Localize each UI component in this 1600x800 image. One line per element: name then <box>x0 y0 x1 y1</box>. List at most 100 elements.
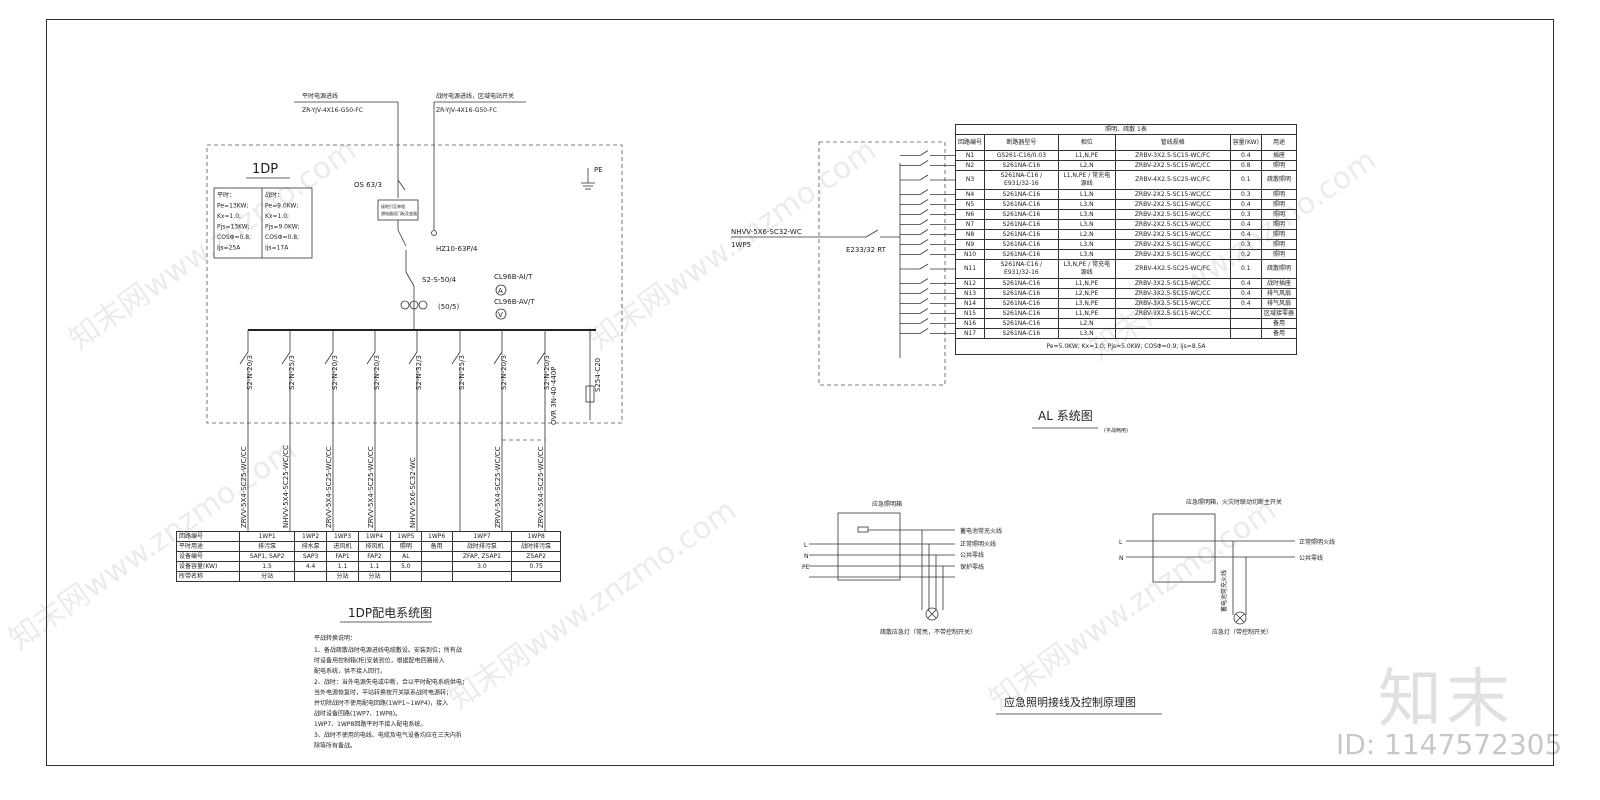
table-cell: 1WP2 <box>294 531 328 542</box>
table-cell: 0.2 <box>1229 249 1262 260</box>
note-line-6: 战时设备回路(1WP7、1WP8)。 <box>314 710 401 718</box>
breaker-2: S2-N-25/3 <box>288 355 296 390</box>
table-cell <box>1229 308 1262 319</box>
table-cell <box>451 571 513 582</box>
table-cell: FAP2 <box>358 551 391 562</box>
cable-7: ZRVV-5X4-SC25-WC/CC <box>494 446 502 528</box>
note-line-9: 除等所有备战。 <box>314 741 356 749</box>
table-cell: N8 <box>954 229 986 240</box>
table-cell: S261NA-C16 <box>984 298 1059 309</box>
ammeter-label: CL96B-AI/T <box>494 273 533 281</box>
table-cell: N11 <box>954 259 986 279</box>
table-cell: N5 <box>954 199 986 210</box>
table-cell: L2,N <box>1057 160 1116 171</box>
cable-3: ZRVV-5X4-SC25-WC/CC <box>325 446 333 528</box>
column-header: 用途 <box>1260 134 1298 151</box>
table-cell: 排污泵 <box>238 541 296 552</box>
table-cell: 排水泵 <box>294 541 328 552</box>
table-cell: ZSAP2 <box>511 551 561 562</box>
rcd-label: S254-C20 <box>594 358 602 392</box>
table-cell: ZRBV-3X2.5-SC15-WC/CC <box>1114 298 1231 309</box>
table-cell: 照明 <box>1260 209 1298 220</box>
cable-4: ZRVV-5X4-SC25-WC/CC <box>367 446 375 528</box>
breaker-7: S2-N-20/3 <box>500 355 508 390</box>
table-cell <box>511 571 561 582</box>
voltmeter-label: CL96B-AV/T <box>494 298 535 306</box>
table-cell: S261NA-C16 <box>984 249 1059 260</box>
table-cell: L3,N,PE / 常充电源线 <box>1057 259 1116 279</box>
table-cell: ZRBV-3X2.5-SC15-WC/CC <box>1114 308 1231 319</box>
table-cell <box>420 571 453 582</box>
table-cell: S261NA-C16 <box>984 278 1059 289</box>
table-cell: 0.3 <box>1229 189 1262 200</box>
row-header: 设备编号 <box>176 551 240 562</box>
watermark-id: ID: 1147572305 <box>1336 728 1563 761</box>
table-cell: L3,N <box>1057 239 1116 250</box>
row-header: 所带名称 <box>176 571 240 582</box>
table-cell: 0.1 <box>1229 170 1262 190</box>
table-cell: L3,N <box>1057 249 1116 260</box>
table-cell: 照明 <box>1260 199 1298 210</box>
params-left: 平时：Pe=13KW;Kx=1.0;Pjs=13KW;COSΦ=0.8;Ijs=… <box>217 191 251 252</box>
al-summary: Pe=5.0KW; Kx=1.0; Pjs=5.0KW; COSΦ=0.9; I… <box>955 338 1297 355</box>
table-cell: L3,N <box>1057 328 1116 339</box>
rcd2-label: OVR 3N-40-440P <box>550 367 558 426</box>
table-cell: 0.4 <box>1229 229 1262 240</box>
table-cell: S261NA-C16 <box>984 308 1059 319</box>
table-cell: ZRBV-3X2.5-SC15-WC/CC <box>1114 278 1231 289</box>
table-cell: L1,N,PE / 常充电源线 <box>1057 170 1116 190</box>
row-header: 设备容量(KW) <box>176 561 240 572</box>
table-cell: N7 <box>954 219 986 230</box>
table-cell: L1,N,PE <box>1057 150 1116 161</box>
table-cell: 排气风扇 <box>1260 298 1298 309</box>
table-cell: 照明 <box>1260 219 1298 230</box>
al-table-title: 照明、疏散 1表 <box>955 124 1297 135</box>
param-left-3: Pjs=13KW; <box>217 224 250 231</box>
table-cell: L3,N <box>1057 199 1116 210</box>
table-cell: 1.1 <box>326 561 360 572</box>
note-line-2: 配电系统，供不接入回行。 <box>314 667 386 675</box>
table-cell: 0.3 <box>1229 239 1262 250</box>
table-cell: N1 <box>954 150 986 161</box>
table-cell: ZRBV-2X2.5-SC15-WC/CC <box>1114 239 1231 250</box>
table-cell <box>1114 328 1231 339</box>
table-cell: ZRBV-4X2.5-SC25-WC/FC <box>1114 170 1231 190</box>
table-cell: 1.5 <box>238 561 296 572</box>
table-cell: 1WP8 <box>511 531 561 542</box>
surge-box <box>377 199 419 221</box>
feed2-cable: ZR-YJV-4X16-G50-FC <box>436 107 497 114</box>
table-cell: 排气风扇 <box>1260 288 1298 299</box>
table-cell: 0.4 <box>1229 288 1262 299</box>
column-header: 回路编号 <box>954 134 986 151</box>
ammeter-symbol: A <box>498 287 503 295</box>
table-cell: 1.1 <box>358 561 391 572</box>
table-cell: L1,N <box>1057 189 1116 200</box>
table-cell: 区域接零器 <box>1260 308 1298 319</box>
breaker-5: S2-N-32/3 <box>415 355 423 390</box>
branch-circuits: S2-N-20/3ZRVV-5X4-SC25-WC/CCS2-N-25/3NHV… <box>239 330 591 531</box>
table-cell: ZRBV-2X2.5-SC15-WC/CC <box>1114 199 1231 210</box>
breaker-4: S2-N-20/3 <box>373 355 381 390</box>
table-cell: 疏散照明 <box>1260 259 1298 279</box>
table-cell: L3,N <box>1057 209 1116 220</box>
table-cell: 照明 <box>1260 189 1298 200</box>
table-cell <box>420 561 453 572</box>
note-line-0: 1、备战疏散战时电源进线电缆敷设。安装到位；所有战 <box>314 646 462 654</box>
table-cell: S261NA-C16 <box>984 189 1059 200</box>
table-cell: S261NA-C16 / E931/32-16 <box>984 259 1059 279</box>
notes: 1、备战疏散战时电源进线电缆敷设。安装到位；所有战 时设备用控制箱(柜)安装到位… <box>314 646 468 749</box>
drawing-frame <box>46 19 1554 766</box>
voltmeter-symbol: V <box>498 311 503 319</box>
breaker-3: S2-N-20/3 <box>331 355 339 390</box>
table-cell: L2,N,PE <box>1057 288 1116 299</box>
table-cell: ZFAP, ZSAP1 <box>451 551 513 562</box>
